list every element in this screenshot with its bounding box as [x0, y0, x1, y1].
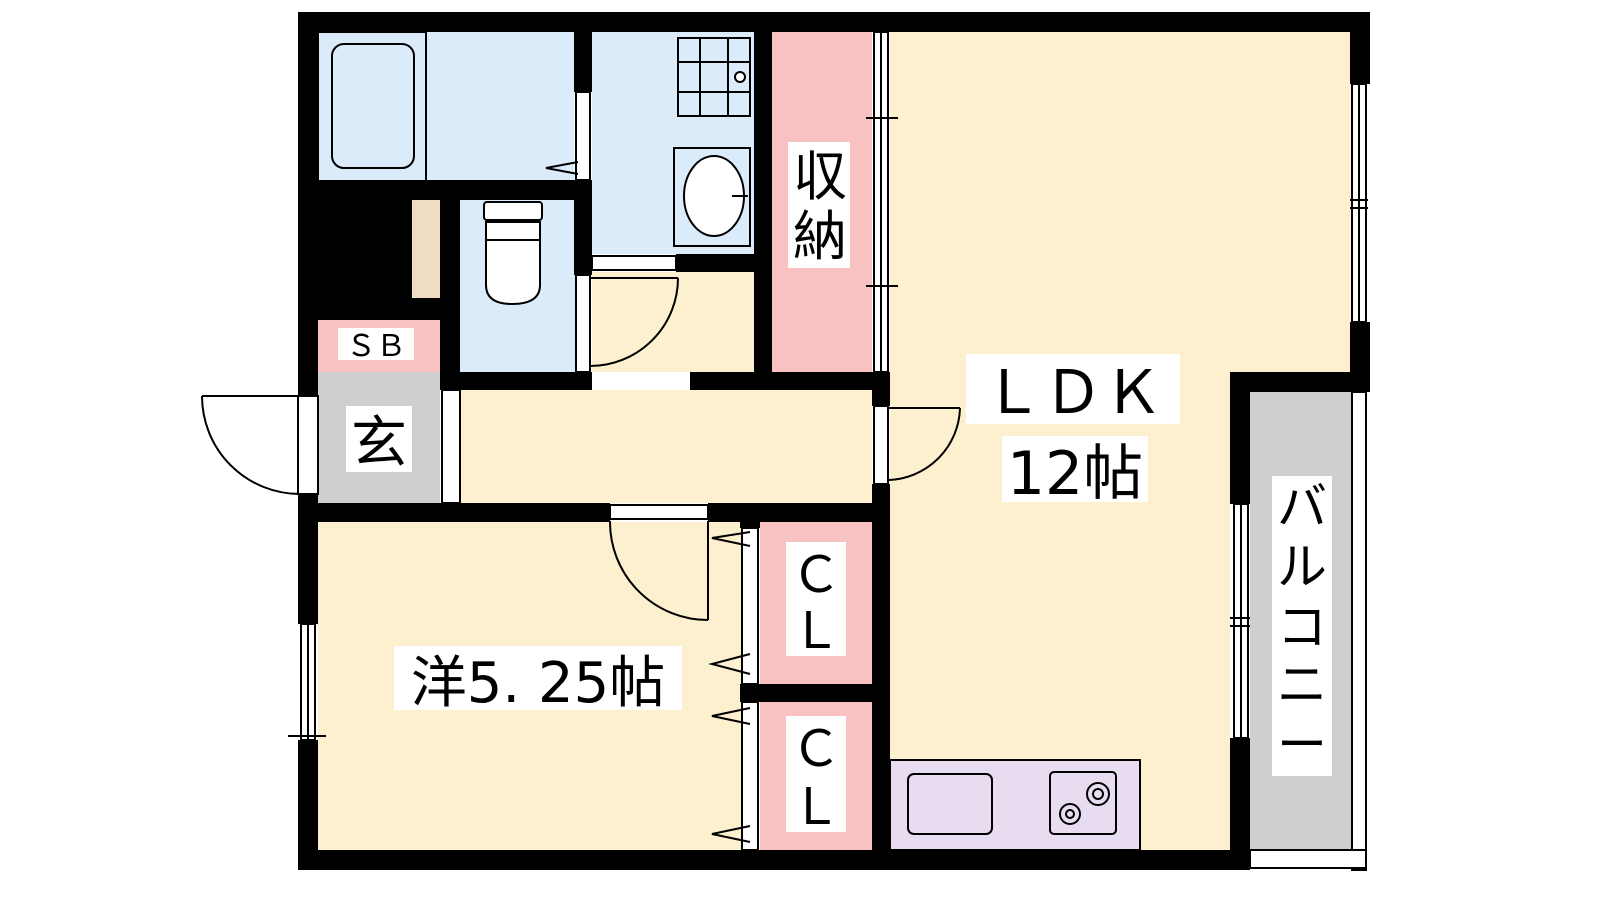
walls [298, 12, 1370, 870]
balcony-char-3: コ [1277, 598, 1327, 656]
stove-icon [1049, 771, 1117, 835]
hallway-area-lower [460, 390, 872, 503]
closet-1-label-top: Ｃ [791, 546, 841, 604]
balcony-char-5: ー [1277, 716, 1327, 774]
storage-label-1: 収 [793, 145, 847, 208]
closet-2-label-top: Ｃ [791, 720, 841, 778]
closet-2-door [711, 701, 759, 851]
balcony-char-4: ニ [1277, 656, 1327, 714]
sb-label: ＳＢ [346, 329, 406, 364]
closet-1-door [708, 527, 759, 685]
window-balcony-rail [1249, 391, 1367, 871]
western-room-label: 洋5. 25帖 [411, 651, 666, 716]
window-storage-ldk [866, 31, 898, 373]
western-room-door [608, 504, 709, 621]
labels: 収 納 ＬＤＫ 12帖 ＳＢ 玄 洋5. 25帖 Ｃ Ｌ Ｃ Ｌ バ ル コ ニ… [338, 142, 1332, 836]
ldk-door [873, 405, 961, 485]
storage-label-2: 納 [793, 205, 847, 268]
entrance-step [441, 389, 461, 504]
ldk-label: ＬＤＫ [983, 358, 1163, 428]
closet-1-label-bottom: Ｌ [791, 602, 841, 660]
hallway-area [592, 272, 754, 372]
window-balcony-door [1230, 503, 1250, 739]
entrance-label: 玄 [351, 411, 407, 476]
closet-2-label-bottom: Ｌ [791, 778, 841, 836]
sink-icon [907, 773, 993, 835]
balcony-char-1: バ [1277, 478, 1327, 536]
window-ldk-right [1350, 83, 1368, 323]
bathroom-area [318, 32, 574, 182]
bath-door [545, 91, 591, 181]
washroom-door [591, 255, 677, 271]
toilet-icon [483, 201, 543, 306]
ldk-size-label: 12帖 [1007, 439, 1143, 509]
window-western-room [288, 623, 326, 741]
entrance-door [201, 395, 319, 495]
windows [288, 31, 1368, 871]
washbasin-icon [673, 147, 751, 247]
balcony-char-2: ル [1277, 538, 1327, 596]
washing-machine-icon [677, 37, 751, 117]
toilet-door [575, 274, 679, 373]
doors [201, 91, 961, 851]
ldk-area [890, 32, 1352, 372]
